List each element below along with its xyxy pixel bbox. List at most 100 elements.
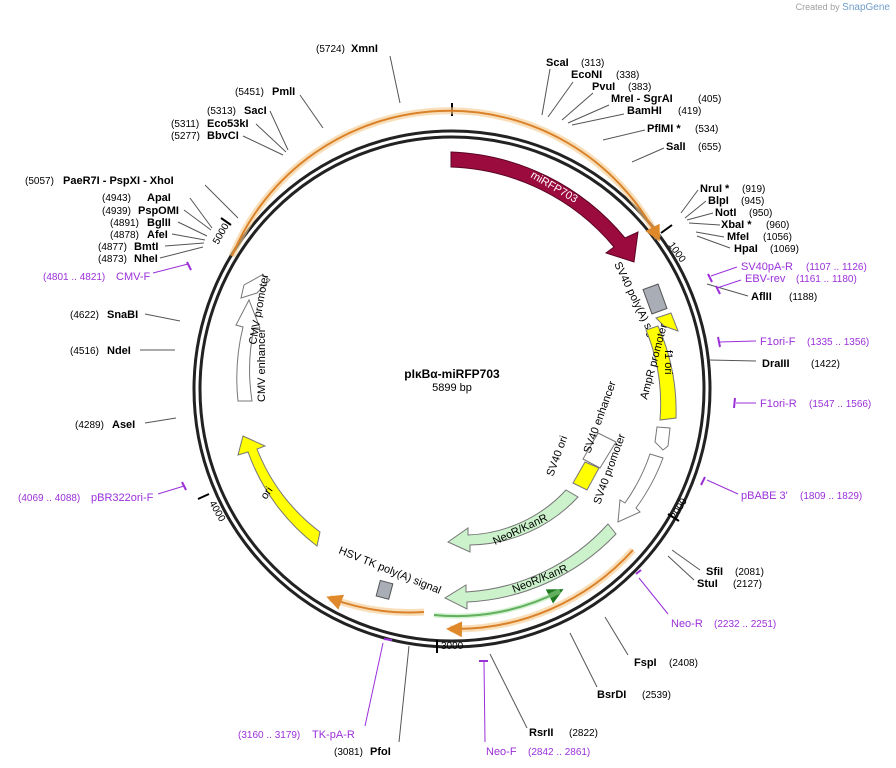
site-pflmi[interactable]: PflMI * (534)	[602, 123, 718, 141]
site-bsrdi[interactable]: BsrDI (2539)	[569, 632, 671, 701]
site-sali[interactable]: SalI (655)	[631, 141, 721, 163]
svg-text:AseI: AseI	[112, 419, 135, 431]
svg-text:PspOMI: PspOMI	[138, 205, 179, 217]
backbone-outer	[192, 129, 712, 649]
site-bmti[interactable]: (4877) BmtI	[98, 241, 205, 253]
site-nrui[interactable]: NruI * (919)	[680, 183, 765, 214]
site-econi[interactable]: EcoNI (338)	[547, 69, 639, 118]
site-apai[interactable]: (4943) ApaI	[102, 192, 213, 229]
svg-text:EBV-rev: EBV-rev	[745, 273, 786, 285]
site-mfei[interactable]: MfeI (1056)	[695, 231, 792, 243]
svg-text:(1809 .. 1829): (1809 .. 1829)	[800, 491, 862, 502]
site-eco53ki[interactable]: (5311) Eco53kI	[171, 118, 287, 153]
svg-text:(919): (919)	[742, 184, 765, 195]
svg-text:Eco53kI: Eco53kI	[207, 118, 249, 130]
site-sgrai[interactable]: MreI - SgrAI (405)	[567, 93, 721, 124]
site-saci[interactable]: (5313) SacI	[207, 105, 289, 151]
site-bamhi[interactable]: BamHI (419)	[571, 105, 701, 126]
svg-text:PflMI *: PflMI *	[647, 123, 681, 135]
svg-text:SnaBI: SnaBI	[107, 309, 138, 321]
hsv-tk-box	[375, 579, 394, 600]
svg-text:F1ori-F: F1ori-F	[760, 336, 796, 348]
plasmid-name: pIκBα-miRFP703	[404, 367, 500, 381]
svg-text:NotI: NotI	[715, 207, 736, 219]
svg-text:PfoI: PfoI	[370, 746, 391, 758]
primer-f1ori-f[interactable]: F1ori-F (1335 .. 1356)	[717, 336, 869, 348]
site-scai[interactable]: ScaI (313)	[541, 57, 604, 116]
site-snabi[interactable]: (4622) SnaBI	[70, 309, 181, 322]
site-pfoi[interactable]: (3081) PfoI	[334, 645, 410, 758]
svg-text:BglII: BglII	[147, 217, 171, 229]
f1-ori-feature	[645, 325, 677, 421]
site-fspi[interactable]: FspI (2408)	[604, 616, 698, 669]
site-ndei[interactable]: (4516) NdeI	[70, 345, 175, 357]
tick-label-3000: 3000	[441, 641, 464, 652]
svg-text:SfiI: SfiI	[706, 566, 723, 578]
svg-text:(5277): (5277)	[171, 131, 200, 142]
snapgene-brand: SnapGene	[842, 2, 890, 13]
svg-text:SalI: SalI	[666, 141, 686, 153]
svg-text:PvuI: PvuI	[592, 81, 615, 93]
site-stui[interactable]: StuI (2127)	[667, 555, 762, 590]
site-xbai[interactable]: XbaI * (960)	[688, 219, 789, 231]
svg-text:(534): (534)	[695, 124, 718, 135]
svg-text:(4801 .. 4821): (4801 .. 4821)	[43, 272, 105, 283]
tick-2000: 2000	[667, 496, 690, 522]
site-pspomi[interactable]: (4939) PspOMI	[102, 205, 212, 231]
site-bglii[interactable]: (4891) BglII	[110, 217, 208, 237]
primer-neo-r[interactable]: Neo-R (2232 .. 2251)	[635, 569, 776, 630]
site-sfii[interactable]: SfiI (2081)	[671, 549, 764, 578]
svg-text:(4943): (4943)	[102, 193, 131, 204]
svg-text:(338): (338)	[616, 70, 639, 81]
svg-text:(4873): (4873)	[98, 254, 127, 265]
primer-pbr322ori-f[interactable]: (4069 .. 4088) pBR322ori-F	[18, 481, 187, 504]
primer-ebv-rev[interactable]: EBV-rev (1161 .. 1180)	[715, 273, 857, 295]
site-hpai[interactable]: HpaI (1069)	[696, 235, 799, 255]
neo-outer-feature	[443, 523, 617, 610]
site-afei[interactable]: (4878) AfeI	[110, 229, 206, 241]
svg-text:(2127): (2127)	[733, 579, 762, 590]
site-xmni[interactable]: (5724) XmnI	[316, 43, 401, 104]
f1-ori-head	[655, 312, 679, 332]
primer-cmv-f[interactable]: (4801 .. 4821) CMV-F	[43, 261, 192, 283]
primer-f1ori-r[interactable]: F1ori-R (1547 .. 1566)	[733, 397, 871, 410]
primer-pbabe-3[interactable]: pBABE 3' (1809 .. 1829)	[700, 476, 862, 502]
neo-outer-label: NeoR/KanR	[511, 563, 570, 596]
svg-text:BamHI: BamHI	[627, 105, 662, 117]
plasmid-length: 5899 bp	[432, 382, 472, 394]
svg-text:(5057): (5057)	[25, 176, 54, 187]
svg-text:(960): (960)	[766, 220, 789, 231]
site-xhoi[interactable]: (5057) PaeR7I - PspXI - XhoI	[25, 175, 239, 219]
site-nhei[interactable]: (4873) NheI	[98, 246, 204, 265]
primer-tk-pa-r[interactable]: (3160 .. 3179) TK-pA-R	[238, 638, 393, 741]
site-blpi[interactable]: BlpI (945)	[684, 195, 764, 219]
f1-ori-label: f1 ori	[662, 350, 674, 374]
svg-text:RsrII: RsrII	[529, 727, 553, 739]
cmv-enhancer-label: CMV enhancer	[256, 328, 268, 402]
site-rsrii[interactable]: RsrII (2822)	[489, 653, 598, 739]
svg-text:TK-pA-R: TK-pA-R	[312, 729, 355, 741]
primer-sv40pa-r[interactable]: SV40pA-R (1107 .. 1126)	[707, 261, 867, 283]
svg-text:(2822): (2822)	[569, 728, 598, 739]
svg-text:(1107 .. 1126): (1107 .. 1126)	[806, 262, 867, 273]
site-pmli[interactable]: (5451) PmlI	[235, 86, 324, 129]
svg-text:(4878): (4878)	[110, 230, 139, 241]
svg-text:(2842 .. 2861): (2842 .. 2861)	[528, 747, 590, 758]
site-aflii[interactable]: AflII (1188)	[706, 283, 817, 303]
svg-text:pBR322ori-F: pBR322ori-F	[91, 492, 154, 504]
site-pvui[interactable]: PvuI (383)	[561, 81, 651, 121]
sv40-polya-box	[642, 283, 668, 315]
svg-text:MreI - SgrAI: MreI - SgrAI	[611, 93, 673, 105]
orf-arc-lower-right	[446, 549, 634, 638]
svg-text:PaeR7I - PspXI - XhoI: PaeR7I - PspXI - XhoI	[63, 175, 174, 187]
primer-neo-f[interactable]: Neo-F (2842 .. 2861)	[479, 660, 590, 758]
orf-arc-lower-left	[326, 594, 425, 614]
site-bbvci[interactable]: (5277) BbvCI	[171, 130, 284, 156]
svg-text:(4877): (4877)	[98, 242, 127, 253]
svg-text:ApaI: ApaI	[147, 192, 171, 204]
site-draiii[interactable]: DraIII (1422)	[708, 358, 840, 370]
svg-text:XmnI: XmnI	[351, 43, 378, 55]
site-noti[interactable]: NotI (950)	[686, 207, 772, 221]
site-asei[interactable]: (4289) AseI	[75, 417, 177, 431]
